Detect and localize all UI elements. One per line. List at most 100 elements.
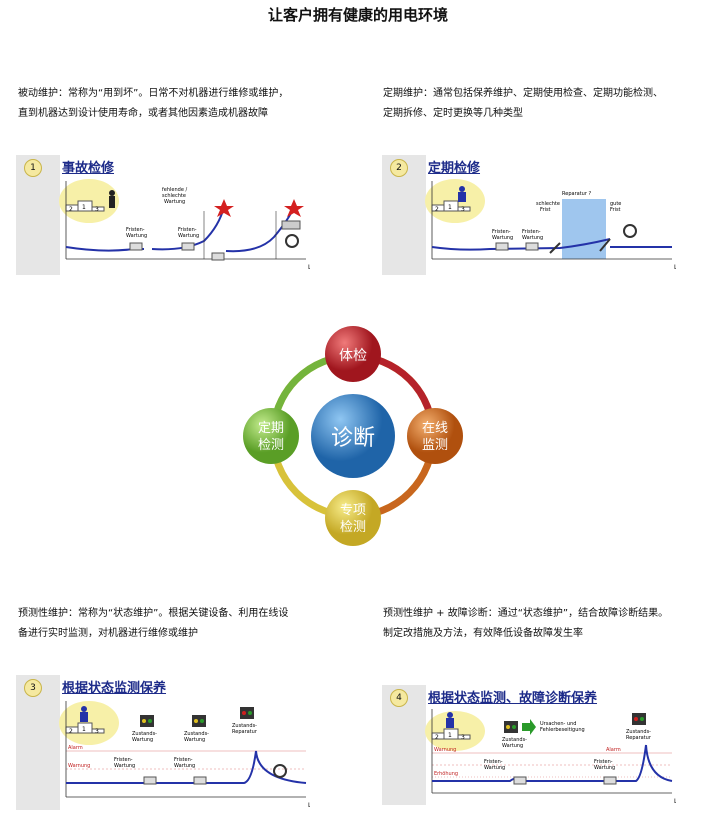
fristen-label: Fristen-: [126, 227, 145, 233]
wartung-label: Wartung: [522, 235, 543, 241]
panel-title: 定期检修: [428, 161, 481, 176]
panel-number-badge: 1: [24, 159, 42, 177]
periodic-diagram: 1 2 3 L₅ Reparatur ? schlechte Frist gut…: [425, 179, 676, 271]
increase-label: Erhöhung: [434, 771, 458, 777]
person-icon: [458, 186, 466, 202]
passive-line-1: 被动维护：常称为“用到坏”。日常不对机器进行维修或维护，: [18, 88, 289, 99]
machine-icon: [129, 242, 143, 251]
zustand-label: Zustands-: [626, 729, 651, 735]
diagnosis-diagram: 1 2 3 Ursachen- und Fehlerbeseitigung Zu…: [425, 709, 676, 805]
wartung-label: Wartung: [174, 763, 195, 769]
zustand-label: Zustands-: [232, 723, 257, 729]
wartung-label: Wartung: [484, 765, 505, 771]
block-predictive-diagnosis: 预测性维护 + 故障诊断：通过“状态维护”，结合故障诊断结果。 制定改措施及方法…: [383, 604, 668, 644]
wartung-label: Wartung: [492, 235, 513, 241]
zustand-label: Wartung: [184, 737, 205, 743]
node-periodic-label-1: 定期: [258, 421, 284, 436]
axis-label: L₅: [308, 802, 310, 809]
arrow-icon: [522, 719, 536, 735]
person-icon: [109, 190, 115, 208]
zustand-label: Reparatur: [626, 735, 652, 741]
cause-label: Fehlerbeseitigung: [540, 727, 585, 733]
fristen-label: Fristen-: [484, 759, 503, 765]
podium-2: 2: [69, 728, 73, 735]
cause-label: Ursachen- und: [540, 721, 576, 727]
fristen-label: Fristen-: [174, 757, 193, 763]
panel-title: 事故检修: [62, 161, 115, 176]
block-periodic-maintenance: 定期维护：通常包括保养维护、定期使用检查、定期功能检测、 定期拆修、定时更换等几…: [383, 84, 663, 124]
podium-1: 1: [82, 726, 86, 733]
axis-label: L₅: [308, 264, 310, 271]
traffic-light-icon: [140, 715, 154, 727]
diagnosis-cycle: 诊断 体检 在线 监测 专项 检测 定期 检测: [243, 326, 463, 546]
node-online-label-2: 监测: [422, 438, 448, 453]
zustand-label: Wartung: [502, 743, 523, 749]
panel-breakdown-repair: 1 事故检修 1 2 3 L₅ fehlende / schlechte War…: [16, 155, 312, 275]
zustand-label: Zustands-: [132, 731, 157, 737]
periodic-line-2: 定期拆修、定时更换等几种类型: [383, 108, 523, 119]
warning-label: Warnung: [68, 763, 90, 769]
good-interval-label: Frist: [610, 207, 621, 213]
machine-icon: [603, 776, 617, 785]
zustand-label: Reparatur: [232, 729, 258, 735]
node-online-label-1: 在线: [422, 421, 448, 436]
fehl-label-2: schlechte: [162, 193, 186, 199]
panel-title: 根据状态监测、故障诊断保养: [428, 691, 598, 706]
machine-icon: [211, 252, 225, 261]
podium-1: 1: [448, 204, 452, 211]
podium-3: 3: [461, 206, 465, 213]
alarm-label: Alarm: [68, 745, 83, 751]
wear-curve: [431, 238, 672, 251]
bad-interval-label: schlechte: [536, 201, 560, 207]
bad-interval-label: Frist: [540, 207, 551, 213]
node-periodic: [243, 408, 299, 464]
panel-strip: [16, 675, 60, 810]
alarm-label: Alarm: [606, 747, 621, 753]
failure-star-icon: [214, 199, 234, 217]
node-periodic-label-2: 检测: [258, 438, 284, 453]
zustand-label: Wartung: [132, 737, 153, 743]
periodic-line-1: 定期维护：通常包括保养维护、定期使用检查、定期功能检测、: [383, 88, 663, 99]
failure-star-icon: [284, 199, 304, 217]
traffic-light-icon: [632, 713, 646, 725]
zustand-label: Zustands-: [502, 737, 527, 743]
panel-title: 根据状态监测保养: [62, 681, 167, 696]
node-special: [325, 490, 381, 546]
panel-number-badge: 2: [390, 159, 408, 177]
podium-2: 2: [69, 206, 73, 213]
podium-1: 1: [448, 732, 452, 739]
center-label: 诊断: [331, 426, 375, 451]
axis-label: L₅: [674, 264, 676, 271]
machine-icon: [513, 776, 527, 785]
good-interval-label: gute: [610, 201, 621, 207]
machine-icon: [525, 242, 539, 251]
wartung-label: Wartung: [178, 233, 199, 239]
machine-icon: [143, 776, 157, 785]
machine-icon: [495, 242, 509, 251]
podium-2: 2: [435, 734, 439, 741]
breakdown-diagram: 1 2 3 L₅ fehlende / schlechte Wartung Fr…: [59, 179, 310, 271]
node-special-label-1: 专项: [340, 503, 366, 518]
podium-2: 2: [435, 206, 439, 213]
diagnosis-line-1: 预测性维护 + 故障诊断：通过“状态维护”，结合故障诊断结果。: [383, 608, 669, 619]
person-icon: [80, 706, 88, 722]
wartung-label: Wartung: [126, 233, 147, 239]
fristen-label: Fristen-: [178, 227, 197, 233]
node-special-label-2: 检测: [340, 520, 366, 535]
panel-periodic-repair: 2 定期检修 1 2 3 L₅ Reparatur ? schlechte Fr…: [382, 155, 678, 275]
fristen-label: Fristen-: [594, 759, 613, 765]
podium-3: 3: [95, 728, 99, 735]
fristen-label: Fristen-: [492, 229, 511, 235]
bearing-icon: [281, 220, 301, 248]
block-passive-maintenance: 被动维护：常称为“用到坏”。日常不对机器进行维修或维护， 直到机器达到设计使用寿…: [18, 84, 288, 124]
warning-label: Warnung: [434, 747, 456, 753]
repair-window: [562, 199, 606, 259]
bearing-icon: [273, 764, 287, 778]
panel-number-badge: 4: [390, 689, 408, 707]
podium-1: 1: [82, 204, 86, 211]
podium-3: 3: [95, 206, 99, 213]
zustand-label: Zustands-: [184, 731, 209, 737]
node-checkup-label: 体检: [339, 348, 367, 364]
wartung-label: Wartung: [114, 763, 135, 769]
traffic-light-icon: [240, 707, 254, 719]
